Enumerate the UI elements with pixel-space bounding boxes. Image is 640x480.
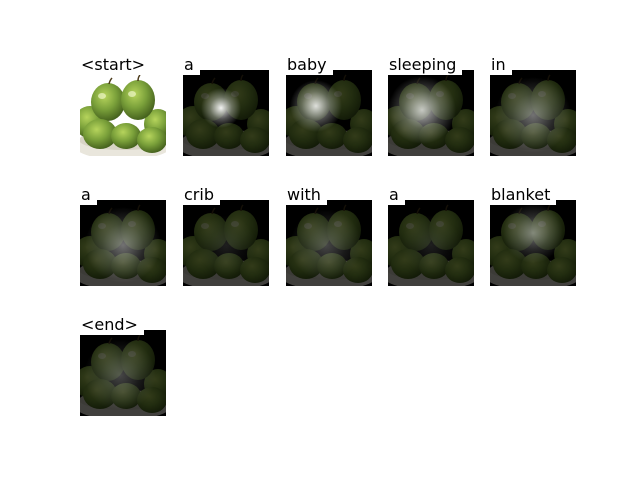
attention-map-image (80, 70, 166, 156)
token-label: a (388, 185, 405, 205)
attention-step-4: in (490, 55, 576, 156)
attention-step-10: <end> (80, 315, 166, 416)
token-label: a (80, 185, 97, 205)
attention-map-image (80, 330, 166, 416)
attention-map-image (80, 200, 166, 286)
attention-step-2: baby (286, 55, 372, 156)
token-label: a (183, 55, 200, 75)
attention-map-image (388, 200, 474, 286)
token-label: crib (183, 185, 220, 205)
token-label: blanket (490, 185, 557, 205)
attention-map-image (490, 70, 576, 156)
attention-step-9: blanket (490, 185, 576, 286)
token-label: in (490, 55, 512, 75)
token-label: <start> (80, 55, 152, 75)
attention-step-7: with (286, 185, 372, 286)
attention-step-8: a (388, 185, 474, 286)
attention-map-image (183, 200, 269, 286)
token-label: <end> (80, 315, 144, 335)
attention-step-6: crib (183, 185, 269, 286)
attention-map-image (490, 200, 576, 286)
attention-step-3: sleeping (388, 55, 474, 156)
attention-step-5: a (80, 185, 166, 286)
attention-map-image (388, 70, 474, 156)
attention-map-image (286, 70, 372, 156)
attention-map-image (286, 200, 372, 286)
attention-step-0: <start> (80, 55, 166, 156)
token-label: with (286, 185, 327, 205)
attention-map-image (183, 70, 269, 156)
token-label: sleeping (388, 55, 463, 75)
token-label: baby (286, 55, 333, 75)
attention-step-1: a (183, 55, 269, 156)
